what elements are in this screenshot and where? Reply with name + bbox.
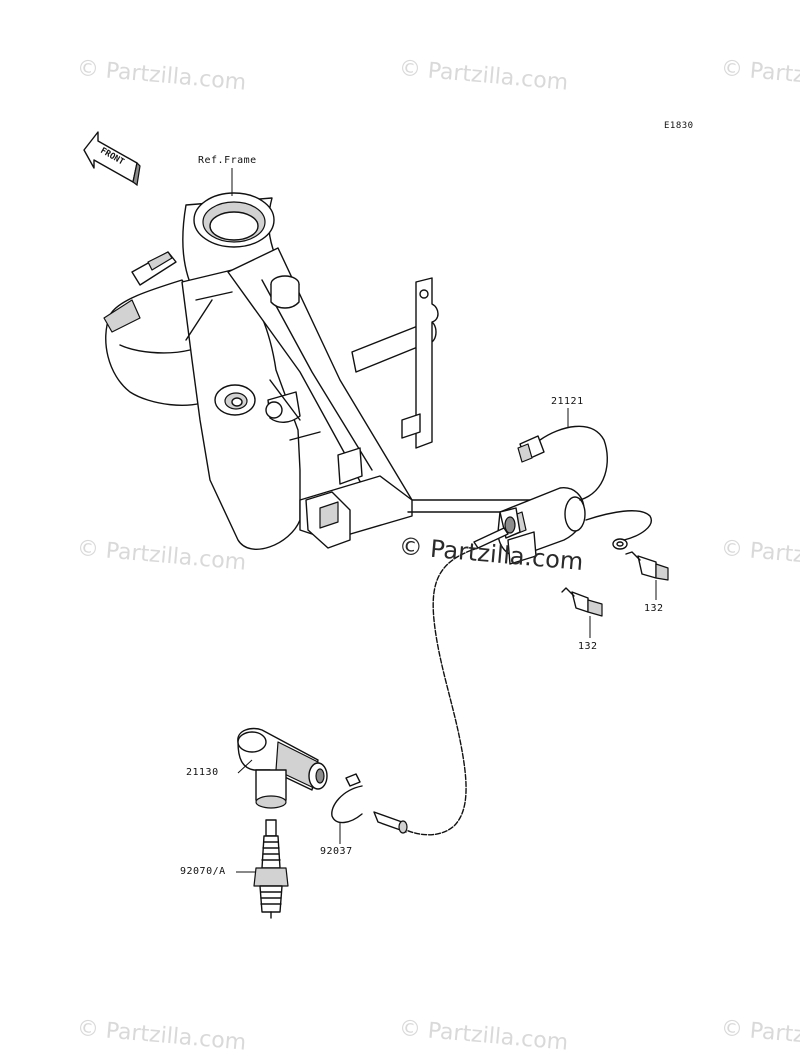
label-spark-plug-cap: 21130 — [186, 767, 219, 778]
cord-end-tip — [398, 820, 408, 834]
bolt-right — [625, 551, 669, 581]
figure-code: E1830 — [664, 121, 694, 131]
bolt-lower — [561, 587, 603, 617]
label-bolt-lower: 132 — [578, 641, 598, 652]
leader-plug-cap — [237, 759, 253, 774]
label-clamp: 92037 — [320, 846, 353, 857]
label-ignition-coil: 21121 — [551, 396, 584, 407]
label-bolt-right: 132 — [644, 603, 664, 614]
high-tension-cord — [405, 547, 479, 836]
front-direction-arrow-icon: FRONT — [83, 131, 141, 187]
spark-plug-cap — [237, 727, 328, 809]
frame — [103, 192, 541, 550]
label-spark-plug: 92070/A — [180, 866, 226, 877]
label-ref-frame: Ref.Frame — [198, 155, 257, 166]
spark-plug — [253, 819, 289, 919]
ignition-coil — [473, 425, 652, 565]
clamp — [331, 773, 363, 824]
